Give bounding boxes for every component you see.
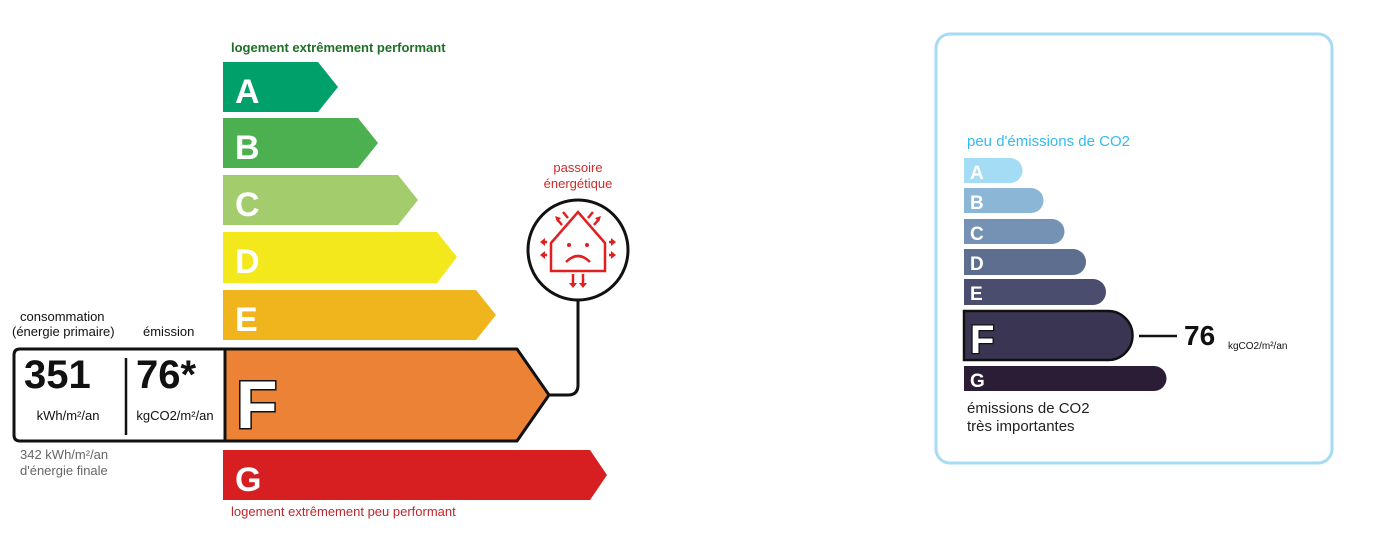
energy-letter-e: E: [235, 301, 258, 339]
energy-class-a: A: [223, 62, 338, 112]
energy-top-caption: logement extrêmement performant: [231, 40, 446, 55]
co2-panel: [934, 32, 1334, 465]
co2-class-f-current: F 76 kgCO2/m²/an: [962, 309, 1287, 363]
emission-unit: kgCO2/m²/an: [136, 408, 213, 423]
energy-letter-c: C: [235, 186, 260, 224]
energy-class-b: B: [223, 118, 378, 168]
passoire-connector: [549, 300, 580, 397]
passoire-circle: [526, 198, 630, 302]
energy-class-d: D: [223, 232, 457, 283]
co2-letter-a: A: [970, 163, 984, 184]
consumption-label-sub: (énergie primaire): [12, 324, 115, 339]
energy-letter-a: A: [235, 73, 260, 111]
co2-bottom-caption-sub: très importantes: [967, 418, 1075, 435]
passoire-label-sub: énergétique: [544, 176, 613, 191]
co2-letter-g: G: [970, 371, 985, 392]
sad-house-heat-loss-icon: [540, 210, 616, 288]
co2-letter-b: B: [970, 193, 984, 214]
co2-unit: kgCO2/m²/an: [1228, 341, 1287, 352]
energy-letter-g: G: [235, 461, 261, 499]
co2-bar-e: [964, 279, 1106, 305]
co2-bar-g: [964, 366, 1167, 391]
energy-bar-d: [223, 232, 457, 283]
consumption-unit: kWh/m²/an: [37, 408, 100, 423]
passoire-label: passoire: [553, 160, 602, 175]
energy-class-c: C: [223, 175, 418, 225]
energy-class-g: G: [223, 450, 607, 500]
energy-letter-f: F: [236, 367, 278, 443]
co2-letter-d: D: [970, 254, 984, 275]
energy-bar-c: [223, 175, 418, 225]
energy-bar-a: [223, 62, 338, 112]
co2-class-a: A: [964, 158, 1023, 184]
energy-bar-e: [223, 290, 496, 340]
co2-top-caption: peu d'émissions de CO2: [967, 133, 1130, 150]
co2-letter-c: C: [970, 224, 984, 245]
co2-bar-b: [964, 188, 1044, 213]
passoire-indicator: passoire énergétique: [526, 160, 630, 397]
energy-class-f-current: 351 76* kWh/m²/an kgCO2/m²/an F: [12, 347, 551, 445]
emission-label: émission: [143, 324, 194, 339]
consumption-label: consommation: [20, 309, 105, 324]
co2-label: peu d'émissions de CO2 A B C D E F 76 kg…: [934, 32, 1334, 465]
co2-bar-a: [964, 158, 1023, 183]
energy-bottom-caption: logement extrêmement peu performant: [231, 504, 456, 519]
co2-class-b: B: [964, 188, 1044, 214]
co2-value: 76: [1184, 320, 1215, 351]
co2-class-e: E: [964, 279, 1106, 305]
final-energy-label: d'énergie finale: [20, 463, 108, 478]
co2-class-d: D: [964, 249, 1086, 275]
energy-bar-b: [223, 118, 378, 168]
energy-letter-b: B: [235, 129, 260, 167]
energy-letter-d: D: [235, 243, 260, 281]
co2-letter-e: E: [970, 284, 983, 305]
consumption-value: 351: [24, 353, 91, 397]
co2-class-g: G: [964, 366, 1167, 392]
co2-class-c: C: [964, 219, 1065, 245]
co2-bar-d: [964, 249, 1086, 275]
energy-bar-f: [223, 347, 551, 443]
energy-label: logement extrêmement performant A B C D …: [12, 40, 630, 519]
emission-value: 76*: [136, 353, 196, 397]
final-energy-value: 342 kWh/m²/an: [20, 447, 108, 462]
co2-letter-f: F: [970, 318, 994, 362]
energy-bar-g: [223, 450, 607, 500]
co2-bar-f: [962, 309, 1134, 362]
co2-bottom-caption: émissions de CO2: [967, 400, 1090, 417]
energy-class-e: E: [223, 290, 496, 340]
co2-bar-c: [964, 219, 1065, 244]
energy-value-box: [12, 347, 227, 443]
